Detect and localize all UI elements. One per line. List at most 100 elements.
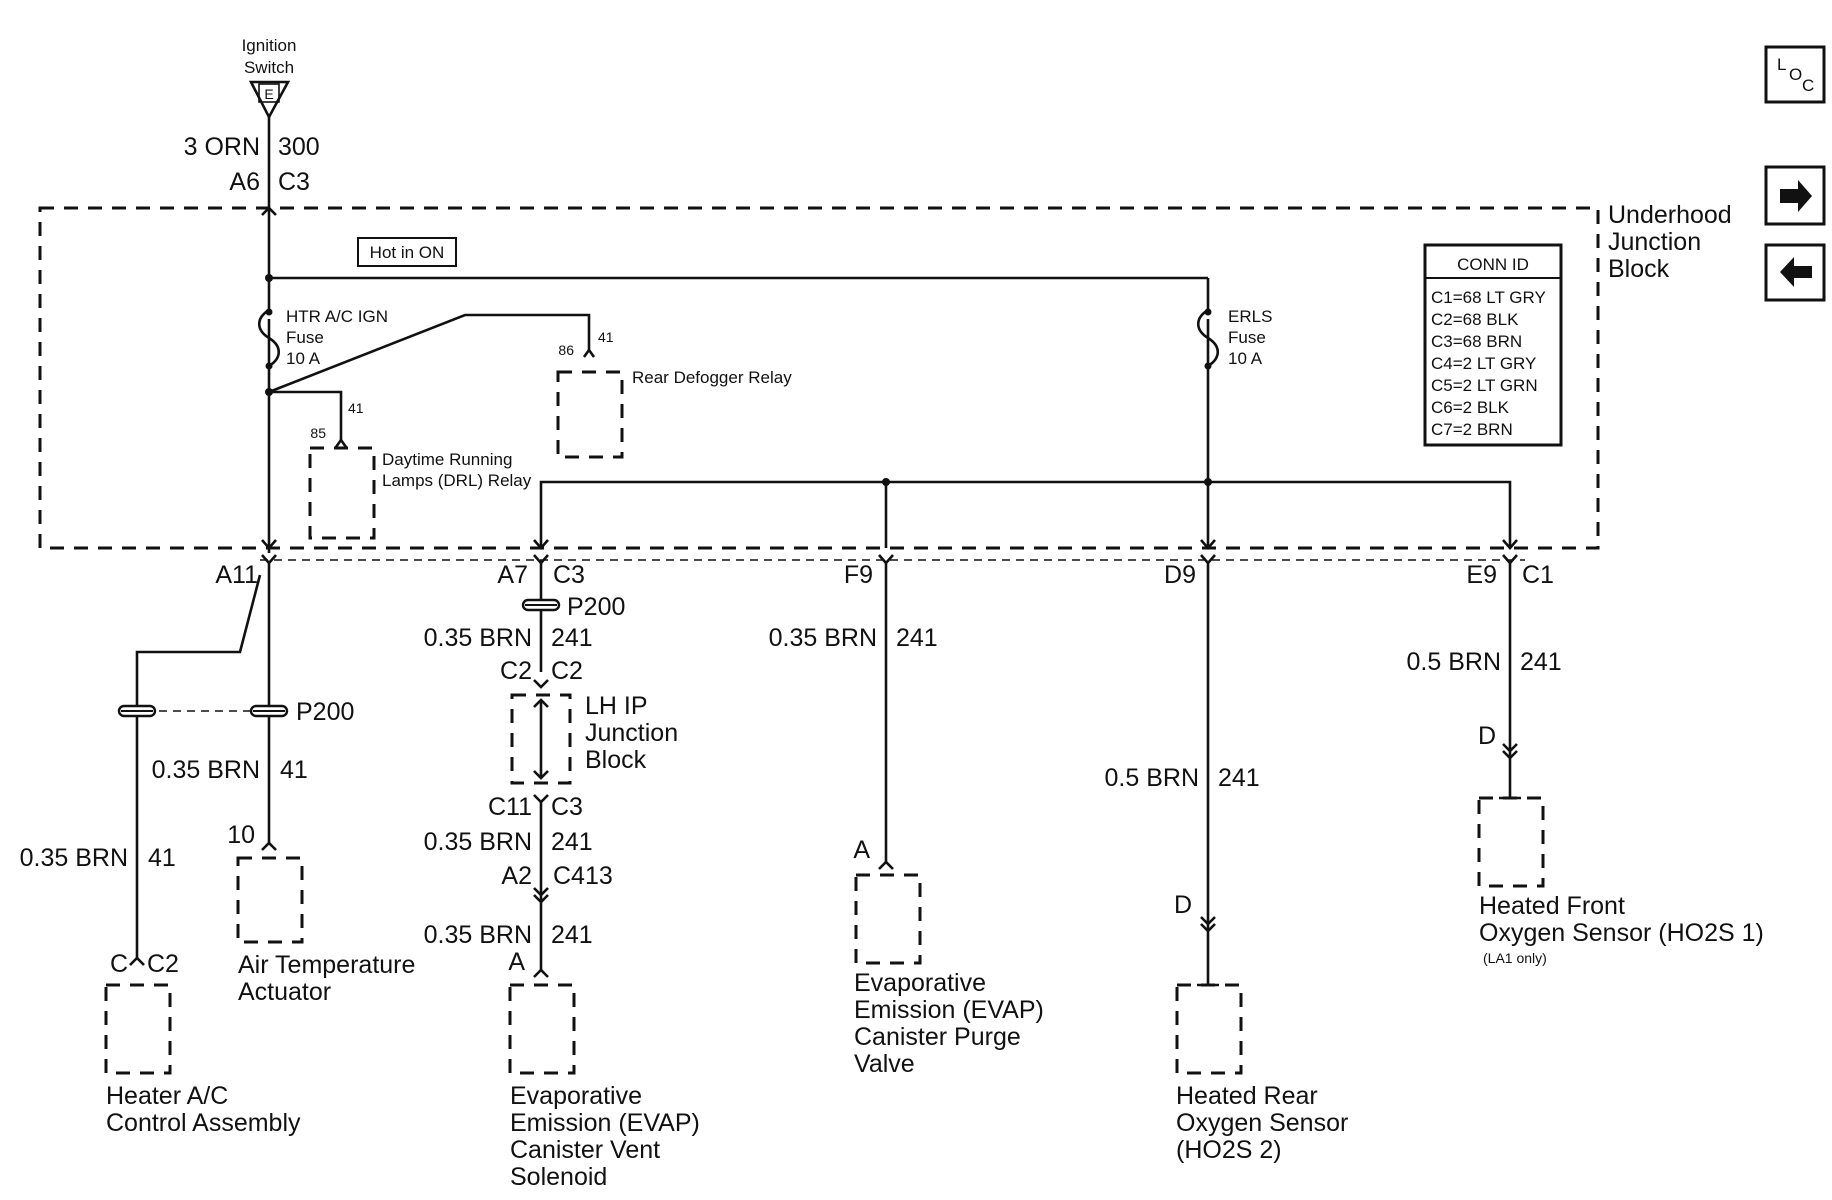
col2-device-pin: A: [508, 948, 525, 976]
col5-connector-symbol: [1502, 554, 1518, 565]
col1-branch-wire: [135, 574, 262, 958]
loc-button-frame[interactable]: [1764, 45, 1826, 104]
evap-canister-purge-valve: [854, 873, 922, 965]
feed-wire-color: 3 ORN: [184, 133, 260, 161]
htr-fuse-label-3: 10 A: [286, 349, 321, 368]
col2-pin-c2b: C2: [551, 657, 583, 685]
htr-fuse-label-2: Fuse: [286, 328, 324, 347]
ignition-switch: Ignition Switch E: [242, 36, 296, 120]
col2-c413-symbol-1: [533, 887, 549, 897]
evap-vent-label-1: Evaporative: [510, 1082, 642, 1110]
col2-pin-c11: C11: [488, 793, 532, 821]
lh-ip-arrow-up: [533, 698, 549, 708]
col2-c11-symbol: [533, 794, 549, 804]
heated-front-oxygen-sensor: [1477, 796, 1545, 888]
rear-defogger-relay: [556, 370, 624, 459]
col5-wire-color: 0.5 BRN: [1407, 648, 1501, 676]
col1-wire-branch: 0.35 BRN: [20, 844, 128, 872]
evap-purge-label-3: Canister Purge: [854, 1023, 1021, 1051]
col4-pin-symbol-1: [1200, 916, 1216, 926]
col2-pin-c2a: C2: [500, 657, 532, 685]
col2-pin: A7: [497, 561, 528, 589]
lh-ip-label-1: LH IP: [585, 692, 648, 720]
col2-wire-2-color: 0.35 BRN: [424, 828, 532, 856]
internal-output-bus: [539, 480, 1512, 548]
col3-connector-symbol: [878, 554, 894, 565]
next-page-button[interactable]: [1764, 165, 1826, 226]
drl-pin-41: 41: [348, 400, 364, 416]
col2-connector-symbol: [533, 554, 549, 565]
air-temperature-actuator: [236, 856, 304, 944]
col3-wire-color: 0.35 BRN: [769, 624, 877, 652]
drl-pin-85: 85: [310, 425, 326, 441]
rear-defogger-label: Rear Defogger Relay: [632, 368, 792, 387]
splice-p200: [249, 704, 289, 718]
col4-device-pin: D: [1174, 891, 1192, 919]
col1-actuator-pin: 10: [227, 821, 255, 849]
col3-circuit: 241: [896, 624, 938, 652]
hot-in-on-badge: [357, 237, 457, 267]
wire-to-drl: [269, 390, 343, 440]
lh-ip-arrow-down: [533, 770, 549, 780]
conn-id-table: CONN ID C1=68 LT GRY C2=68 BLK C3=68 BRN…: [1423, 243, 1563, 447]
evap-canister-vent-solenoid: [508, 983, 576, 1075]
conn-id-row: C4=2 LT GRY: [1431, 354, 1536, 373]
col5-pin: E9: [1466, 561, 1497, 589]
lh-ip-label-2: Junction: [585, 719, 678, 747]
loc-letter-l: L: [1777, 55, 1786, 74]
arrow-head: [261, 539, 277, 550]
col2-conn-c3: C3: [551, 793, 583, 821]
right-arrow-icon: [1780, 180, 1812, 212]
col3-device-pin-symbol: [878, 860, 894, 870]
col2-connector: C3: [553, 561, 585, 589]
loc-letter-o: O: [1789, 65, 1802, 84]
col3-pin: F9: [844, 561, 873, 589]
drl-label-1: Daytime Running: [382, 450, 512, 469]
erls-fuse-label-2: Fuse: [1228, 328, 1266, 347]
loc-button[interactable]: L O C: [1764, 45, 1826, 104]
ho2s1-label-2: Oxygen Sensor (HO2S 1): [1479, 919, 1764, 947]
col1-wire-main: 0.35 BRN: [152, 756, 260, 784]
drl-relay: [308, 446, 376, 540]
conn-id-row: C3=68 BRN: [1431, 332, 1522, 351]
lh-ip-label-3: Block: [585, 746, 647, 774]
col1-actuator-pin-symbol: [261, 841, 277, 851]
col5-pin-symbol-1: [1502, 743, 1518, 753]
col1-splice-label: P200: [296, 698, 354, 726]
conn-id-row: C2=68 BLK: [1431, 310, 1519, 329]
col2-circuit-2: 241: [551, 828, 593, 856]
erls-fuse-label-3: 10 A: [1228, 349, 1263, 368]
col2-circuit-3: 241: [551, 921, 593, 949]
feed-circuit: 300: [278, 133, 320, 161]
conn-id-row: C1=68 LT GRY: [1431, 288, 1546, 307]
ho2s2-label-3: (HO2S 2): [1176, 1136, 1282, 1164]
ujb-title-3: Block: [1608, 255, 1670, 283]
erls-fuse: [1196, 308, 1220, 370]
col1-circuit-main: 41: [280, 756, 308, 784]
splice-p200: [521, 598, 561, 612]
col4-pin-symbol-2: [1200, 923, 1216, 933]
loc-letter-c: C: [1802, 76, 1814, 95]
left-arrow-icon: [1780, 257, 1812, 287]
splice-dot: [1204, 478, 1212, 486]
splice-dot: [265, 274, 273, 282]
drl-pin-symbol: [334, 437, 348, 448]
heated-rear-oxygen-sensor: [1175, 983, 1243, 1075]
arrow-head: [533, 539, 549, 550]
hot-in-on-text: Hot in ON: [370, 243, 445, 262]
evap-purge-label-4: Valve: [854, 1050, 915, 1078]
col5-circuit: 241: [1520, 648, 1562, 676]
htr-fuse-label-1: HTR A/C IGN: [286, 307, 388, 326]
col3-device-pin: A: [853, 836, 870, 864]
previous-page-button[interactable]: [1764, 243, 1826, 302]
heater-label-1: Heater A/C: [106, 1082, 228, 1110]
evap-purge-label-2: Emission (EVAP): [854, 996, 1044, 1024]
ho2s2-label-2: Oxygen Sensor: [1176, 1109, 1348, 1137]
col1-heater-connector: C2: [147, 950, 179, 978]
col2-splice-label: P200: [567, 593, 625, 621]
col2-wire-1-color: 0.35 BRN: [424, 624, 532, 652]
ignition-title-2: Switch: [244, 58, 294, 77]
col4-pin: D9: [1164, 561, 1196, 589]
col5-pin-symbol-2: [1502, 750, 1518, 760]
col5-device-pin: D: [1478, 722, 1496, 750]
